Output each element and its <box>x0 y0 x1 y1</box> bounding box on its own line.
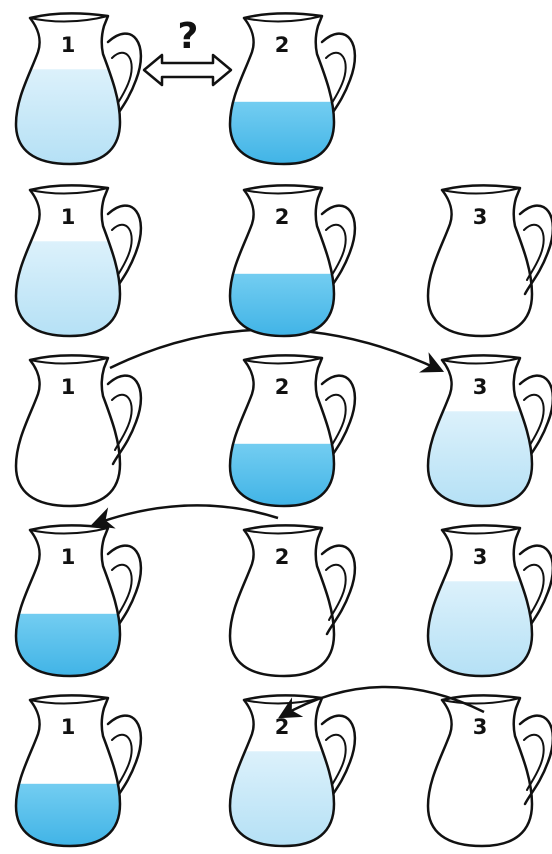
jug-handle-inner <box>112 565 132 620</box>
jug-1-row-4: 1 <box>8 525 141 678</box>
jug-handle-inner <box>326 53 346 108</box>
jug-handle <box>322 546 355 634</box>
jug-1-row-5: 1 <box>8 695 141 848</box>
dark-water <box>222 102 342 166</box>
jug-number-label: 2 <box>275 375 290 399</box>
jug-number-label: 3 <box>473 205 488 229</box>
jug-3-row-2: 3 <box>428 185 552 336</box>
jug-number-label: 3 <box>473 545 488 569</box>
jug-number-label: 3 <box>473 715 488 739</box>
jug-handle-inner <box>326 395 346 450</box>
jug-2-row-3: 2 <box>222 355 355 508</box>
jug-2-row-4: 2 <box>230 525 355 676</box>
dark-water <box>8 614 128 678</box>
jug-number-label: 2 <box>275 205 290 229</box>
jug-handle-inner <box>326 225 346 280</box>
jug-2-row-1: 2 <box>222 13 355 166</box>
jug-2-row-5: 2 <box>222 695 355 848</box>
jug-handle-inner <box>112 735 132 790</box>
jug-handle-inner <box>524 735 544 790</box>
dark-water <box>222 444 342 508</box>
jug-3-row-5: 3 <box>428 695 552 846</box>
jug-number-label: 1 <box>61 715 76 739</box>
dark-water <box>8 784 128 848</box>
jug-number-label: 1 <box>61 33 76 57</box>
jug-handle-inner <box>524 225 544 280</box>
double-arrow-icon <box>144 55 231 85</box>
jug-2-row-2: 2 <box>222 185 355 338</box>
jug-handle-inner <box>112 395 132 450</box>
question-mark: ? <box>178 16 199 57</box>
jug-number-label: 1 <box>61 545 76 569</box>
swap-arrow-group: ? <box>144 16 231 85</box>
jug-3-row-4: 3 <box>420 525 552 678</box>
jug-number-label: 2 <box>275 33 290 57</box>
jars-layer: 1 2 1 2 3 1 2 3 1 2 3 1 2 3 <box>8 13 552 848</box>
jug-number-label: 1 <box>61 375 76 399</box>
jug-1-row-2: 1 <box>8 185 141 338</box>
jug-number-label: 2 <box>275 545 290 569</box>
dark-water <box>222 274 342 338</box>
jug-number-label: 3 <box>473 375 488 399</box>
jug-1-row-3: 1 <box>16 355 141 506</box>
pour-arrow-2-to-1 <box>95 505 278 524</box>
jug-handle-inner <box>326 565 346 620</box>
jug-1-row-1: 1 <box>8 13 141 166</box>
jug-handle <box>108 376 141 464</box>
jug-number-label: 1 <box>61 205 76 229</box>
jug-3-row-3: 3 <box>420 355 552 508</box>
jug-number-label: 2 <box>275 715 290 739</box>
